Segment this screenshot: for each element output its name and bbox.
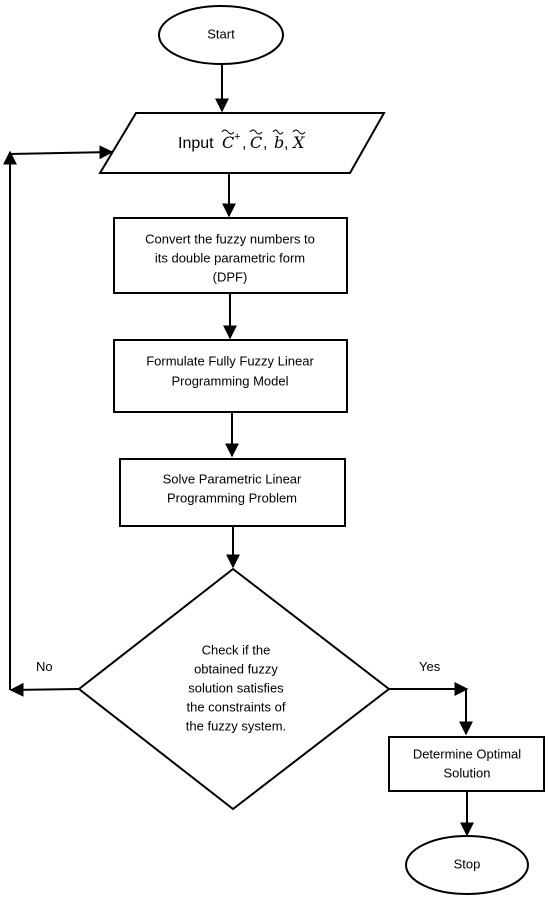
convert-line-3: (DPF)	[213, 269, 248, 284]
arrow-no-to-input	[9, 145, 114, 160]
solve-line-1: Solve Parametric Linear	[163, 471, 302, 486]
input-variables: C + , C , b , X	[221, 129, 306, 152]
arrow-no-left	[9, 682, 80, 697]
formulate-line-1: Formulate Fully Fuzzy Linear	[146, 353, 314, 368]
formulate-line-2: Programming Model	[171, 373, 288, 388]
tilde-c	[249, 129, 263, 135]
input-label: Input	[178, 135, 214, 152]
optimal-solution-box	[388, 736, 545, 792]
var-c-plus-sup: +	[234, 131, 240, 143]
var-sep-2: ,	[263, 135, 267, 152]
convert-line-2: its double parametric form	[155, 250, 305, 265]
no-label: No	[36, 659, 53, 674]
check-line-1: Check if the	[202, 642, 271, 657]
check-line-5: the fuzzy system.	[186, 718, 286, 733]
var-c: C	[250, 133, 262, 152]
check-line-2: obtained fuzzy	[194, 661, 278, 676]
convert-line-1: Convert the fuzzy numbers to	[145, 231, 315, 246]
tilde-b	[272, 129, 284, 135]
check-decision	[77, 567, 391, 811]
var-x: X	[291, 133, 305, 152]
stop-terminal	[405, 835, 529, 895]
check-line-3: solution satisfies	[188, 680, 284, 695]
tilde-c-plus	[221, 129, 235, 135]
solve-line-2: Programming Problem	[167, 490, 297, 505]
var-sep-1: ,	[242, 135, 246, 152]
var-b: b	[274, 133, 284, 152]
optimal-line-1: Determine Optimal	[413, 746, 521, 761]
start-label: Start	[207, 26, 235, 41]
tilde-x	[292, 129, 306, 135]
optimal-line-2: Solution	[444, 765, 491, 780]
convert-box	[113, 217, 348, 294]
stop-label: Stop	[454, 856, 481, 871]
var-c-plus: C	[222, 133, 234, 152]
solve-box	[119, 458, 346, 527]
check-line-4: the constraints of	[187, 699, 286, 714]
formulate-box	[113, 339, 348, 413]
var-sep-3: ,	[284, 135, 288, 152]
input-text: Input	[178, 135, 214, 152]
yes-label: Yes	[419, 659, 441, 674]
